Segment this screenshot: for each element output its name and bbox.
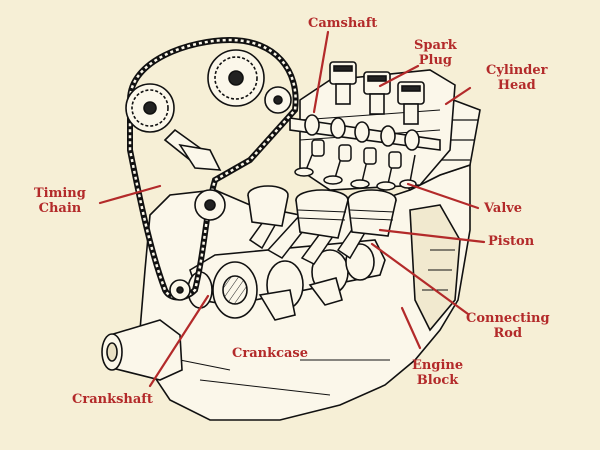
label-crankcase: Crankcase: [232, 346, 309, 361]
crankshaft-snout: [101, 319, 183, 381]
leader-crankshaft: [148, 294, 210, 388]
spark-plugs: [329, 61, 425, 125]
leader-spark-plug: [378, 64, 420, 88]
leader-timing-chain: [98, 184, 162, 205]
pistons: [247, 185, 397, 239]
leader-piston: [378, 228, 486, 244]
leader-valve: [406, 182, 480, 210]
label-engine-block: Engine Block: [412, 358, 464, 388]
timing-chain: [125, 36, 299, 301]
label-cylinder-head: Cylinder Head: [486, 63, 548, 93]
label-connecting-rod: Connecting Rod: [466, 311, 550, 341]
valves: [294, 139, 417, 191]
label-spark-plug: Spark Plug: [414, 38, 457, 68]
label-timing-chain: Timing Chain: [34, 186, 86, 216]
label-crankshaft: Crankshaft: [72, 392, 153, 407]
label-piston: Piston: [488, 234, 535, 249]
label-camshaft: Camshaft: [308, 16, 378, 31]
leader-connecting-rod: [370, 242, 470, 316]
leader-cylinder-head: [444, 86, 472, 106]
camshaft: [289, 114, 441, 151]
leader-engine-block: [400, 306, 422, 350]
crankshaft: [187, 239, 386, 321]
leader-camshaft: [312, 30, 330, 114]
label-valve: Valve: [484, 201, 523, 216]
leader-lines: [98, 30, 486, 388]
